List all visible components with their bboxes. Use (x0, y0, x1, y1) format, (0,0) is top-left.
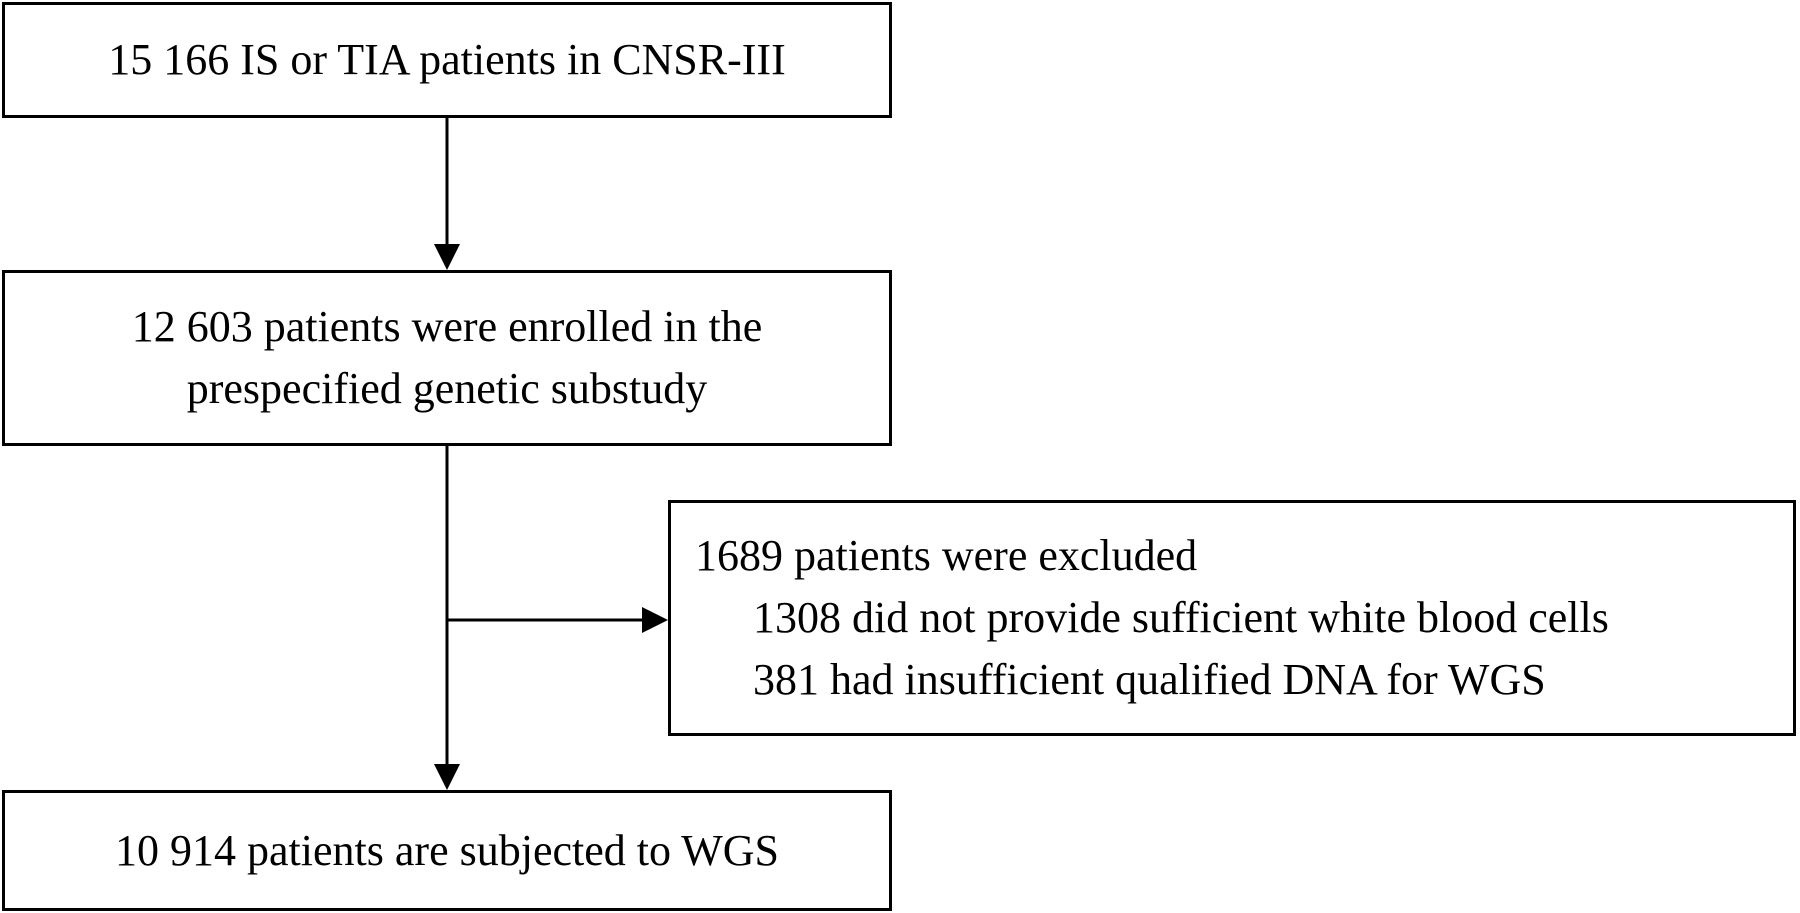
node-enrolled-line-2: prespecified genetic substudy (186, 364, 708, 413)
node-enrolled-patients: 12 603 patients were enrolled in the pre… (2, 270, 892, 446)
arrowhead-down-icon (434, 244, 460, 270)
node-excluded-reason-2: 381 had insufficient qualified DNA for W… (753, 655, 1546, 704)
node-total-patients-text: 15 166 IS or TIA patients in CNSR-III (108, 35, 786, 84)
arrowhead-down-icon (434, 764, 460, 790)
node-wgs-text: 10 914 patients are subjected to WGS (115, 825, 779, 875)
node-total-patients: 15 166 IS or TIA patients in CNSR-III (2, 2, 892, 118)
node-excluded-heading: 1689 patients were excluded (695, 531, 1198, 580)
node-wgs-patients: 10 914 patients are subjected to WGS (2, 790, 892, 911)
arrowhead-right-icon (642, 607, 668, 633)
node-excluded-reason-1: 1308 did not provide sufficient white bl… (753, 593, 1609, 642)
node-enrolled-line-1: 12 603 patients were enrolled in the (131, 302, 763, 351)
node-excluded-patients: 1689 patients were excluded 1308 did not… (668, 500, 1796, 736)
